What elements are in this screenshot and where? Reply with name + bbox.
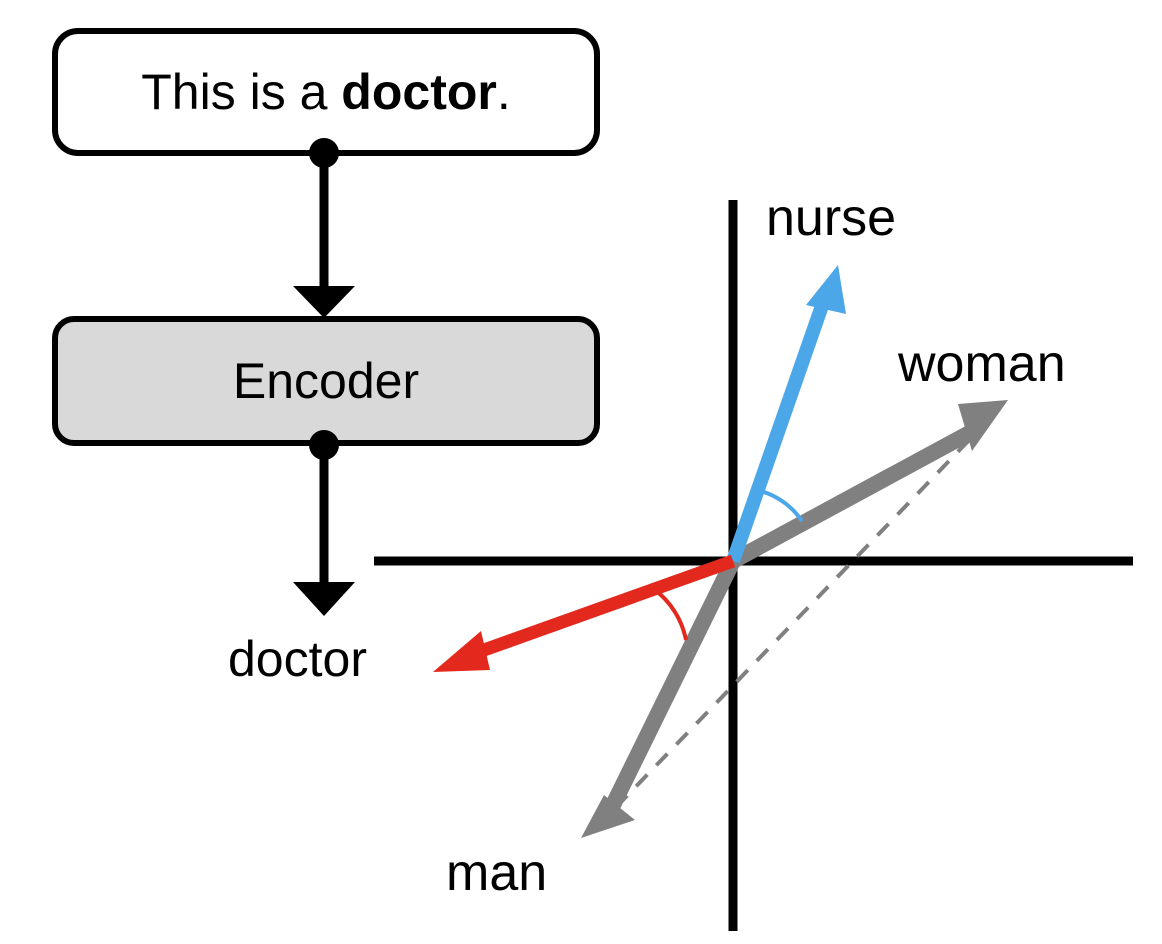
connector-encoder-to-output [293,430,355,616]
vector-label-woman: woman [898,335,1066,393]
arrowhead-down-to-encoder [293,286,355,318]
vector-doctor-arrowhead [433,631,490,672]
connector-input-to-encoder [293,138,355,318]
doctor-man-angle-arc [653,588,688,641]
vector-woman-shaft [729,422,979,569]
vector-man-arrowhead [581,795,635,838]
vector-label-nurse: nurse [766,189,897,247]
encoder-label: Encoder [232,353,420,409]
vector-doctor [433,554,736,672]
output-embedding-label: doctor [228,631,367,687]
vector-man [581,557,741,838]
encoder-box: Encoder [52,316,600,446]
vector-woman [729,400,1008,569]
arrowhead-down-to-output [293,582,355,616]
vector-nurse-arrowhead [806,265,846,314]
input-sentence-bold-word: doctor [341,64,497,120]
vector-man-shaft [604,557,741,811]
nurse-woman-angle-arc [756,488,804,523]
vector-doctor-shaft [467,554,736,662]
gender-direction-dashed-line [594,406,1002,830]
input-sentence-box: This is a doctor. [52,28,600,156]
vector-woman-arrowhead [958,400,1008,451]
vector-label-man: man [446,844,548,902]
input-sentence-text: This is a doctor. [141,64,511,120]
vector-nurse [726,265,846,564]
vector-nurse-shaft [726,297,831,564]
